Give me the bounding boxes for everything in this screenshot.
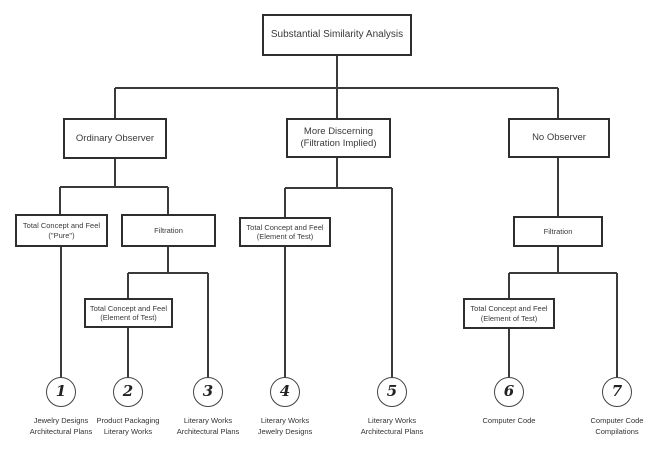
outcome-caption-6-line1: Computer Code xyxy=(482,416,536,425)
outcome-number-1: 1 xyxy=(55,382,67,400)
node-ordinary-observer-label: Ordinary Observer xyxy=(75,132,155,144)
node-filtration-left-label: Filtration xyxy=(154,225,183,235)
outcome-circle-3: 3 xyxy=(193,377,223,407)
node-no-observer-label: No Observer xyxy=(532,132,586,144)
node-more-discerning-line2: (Filtration Implied) xyxy=(300,138,377,149)
node-filtration-right: Filtration xyxy=(513,216,603,247)
outcome-caption-5-line2: Architectural Plans xyxy=(360,426,424,436)
node-total-concept-element-mid-line2: (Element of Test) xyxy=(256,232,314,241)
node-total-concept-element-left-line1: Total Concept and Feel xyxy=(89,303,168,313)
outcome-caption-6: Computer Code xyxy=(449,416,569,427)
node-total-concept-pure: Total Concept and Feel ("Pure") xyxy=(15,214,108,247)
node-total-concept-element-right: Total Concept and Feel (Element of Test) xyxy=(463,298,555,329)
outcome-number-4: 4 xyxy=(279,382,291,400)
outcome-number-3: 3 xyxy=(202,382,214,400)
outcome-caption-7-line2: Compilations xyxy=(595,426,639,436)
outcome-caption-4-line2: Jewelry Designs xyxy=(257,426,313,436)
node-more-discerning-line1: More Discerning xyxy=(303,126,374,138)
node-total-concept-element-mid: Total Concept and Feel (Element of Test) xyxy=(239,217,331,247)
outcome-caption-1-line1: Jewelry Designs xyxy=(33,416,89,425)
outcome-caption-7: Computer Code Compilations xyxy=(557,416,660,437)
outcome-number-7: 7 xyxy=(611,382,623,400)
outcome-circle-2: 2 xyxy=(113,377,143,407)
node-total-concept-element-left: Total Concept and Feel (Element of Test) xyxy=(84,298,173,328)
node-total-concept-element-mid-line1: Total Concept and Feel xyxy=(246,222,324,232)
node-total-concept-pure-line2: ("Pure") xyxy=(48,230,75,240)
node-total-concept-element-right-line1: Total Concept and Feel xyxy=(470,304,548,314)
node-total-concept-element-right-line2: (Element of Test) xyxy=(480,313,538,323)
outcome-caption-1-line2: Architectural Plans xyxy=(29,426,93,436)
node-total-concept-pure-line1: Total Concept and Feel xyxy=(22,221,101,231)
outcome-circle-7: 7 xyxy=(602,377,632,407)
node-no-observer: No Observer xyxy=(508,118,610,158)
node-filtration-left: Filtration xyxy=(121,214,216,247)
node-root: Substantial Similarity Analysis xyxy=(262,14,412,56)
node-filtration-right-label: Filtration xyxy=(543,226,573,236)
outcome-caption-2-line1: Product Packaging xyxy=(96,416,160,425)
outcome-circle-4: 4 xyxy=(270,377,300,407)
outcome-caption-4-line1: Literary Works xyxy=(260,416,310,425)
outcome-number-5: 5 xyxy=(386,382,398,400)
node-more-discerning: More Discerning (Filtration Implied) xyxy=(286,118,391,158)
outcome-number-2: 2 xyxy=(122,382,134,400)
outcome-caption-1: Jewelry Designs Architectural Plans xyxy=(1,416,121,437)
outcome-caption-2: Product Packaging Literary Works xyxy=(68,416,188,437)
node-root-label: Substantial Similarity Analysis xyxy=(270,28,404,40)
outcome-circle-6: 6 xyxy=(494,377,524,407)
outcome-caption-3: Literary Works Architectural Plans xyxy=(148,416,268,437)
outcome-number-6: 6 xyxy=(503,382,515,400)
outcome-caption-5: Literary Works Architectural Plans xyxy=(332,416,452,437)
node-total-concept-element-left-line2: (Element of Test) xyxy=(100,313,157,322)
outcome-caption-3-line1: Literary Works xyxy=(183,416,233,425)
outcome-caption-5-line1: Literary Works xyxy=(367,416,417,425)
node-ordinary-observer: Ordinary Observer xyxy=(63,118,167,159)
outcome-circle-1: 1 xyxy=(46,377,76,407)
outcome-circle-5: 5 xyxy=(377,377,407,407)
outcome-caption-4: Literary Works Jewelry Designs xyxy=(225,416,345,437)
outcome-caption-7-line1: Computer Code xyxy=(590,416,644,425)
outcome-caption-3-line2: Architectural Plans xyxy=(176,426,240,436)
outcome-caption-2-line2: Literary Works xyxy=(103,426,153,436)
